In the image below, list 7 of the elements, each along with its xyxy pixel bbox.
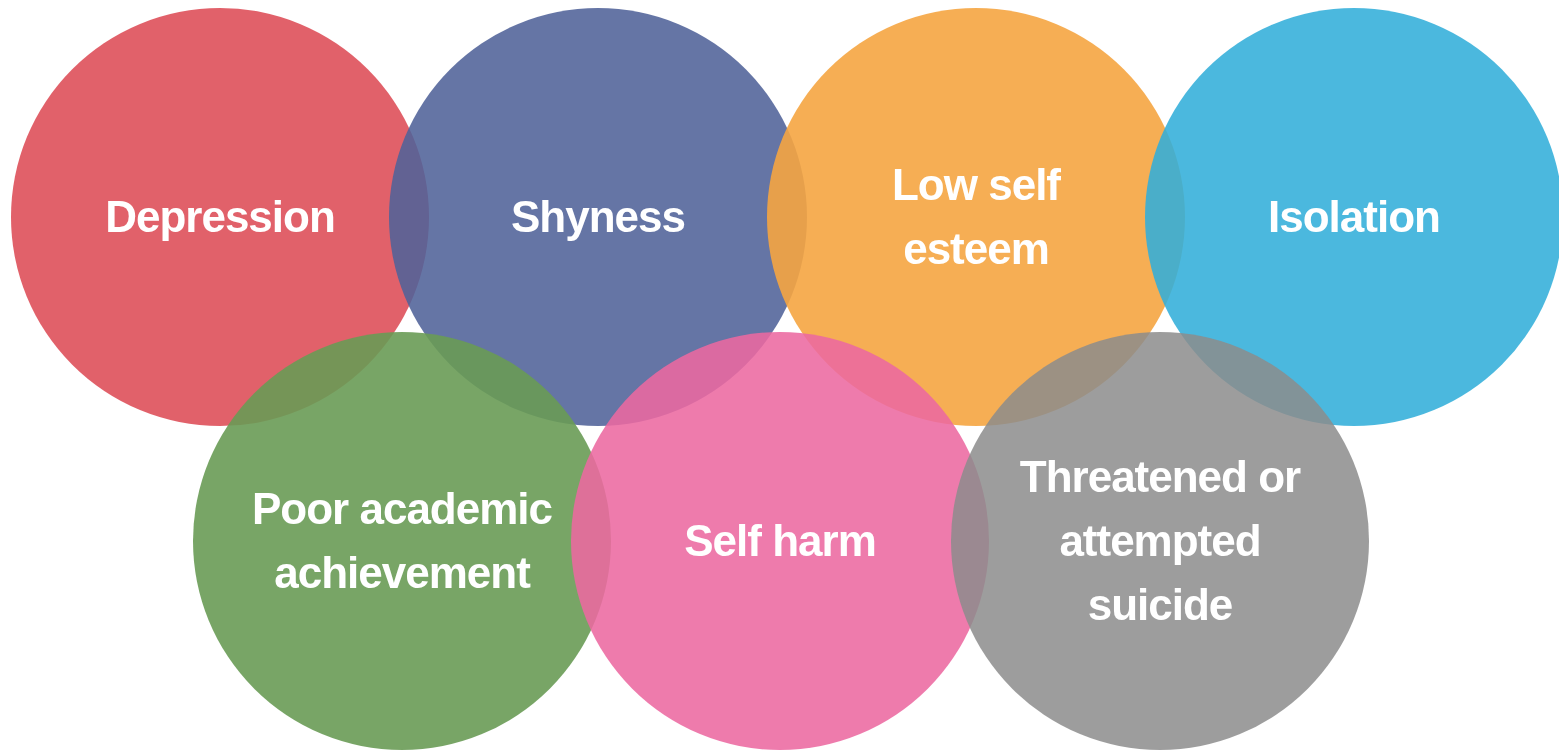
circle-label: Depression	[105, 191, 335, 244]
circle-label: Isolation	[1268, 191, 1440, 244]
circle-label: Threatened or attempted suicide	[1018, 451, 1302, 631]
circle-label: Poor academic achievement	[251, 483, 553, 599]
circle-label: Shyness	[511, 191, 685, 244]
circle-label: Self harm	[684, 515, 876, 568]
circle-label: Low self esteem	[891, 159, 1062, 275]
